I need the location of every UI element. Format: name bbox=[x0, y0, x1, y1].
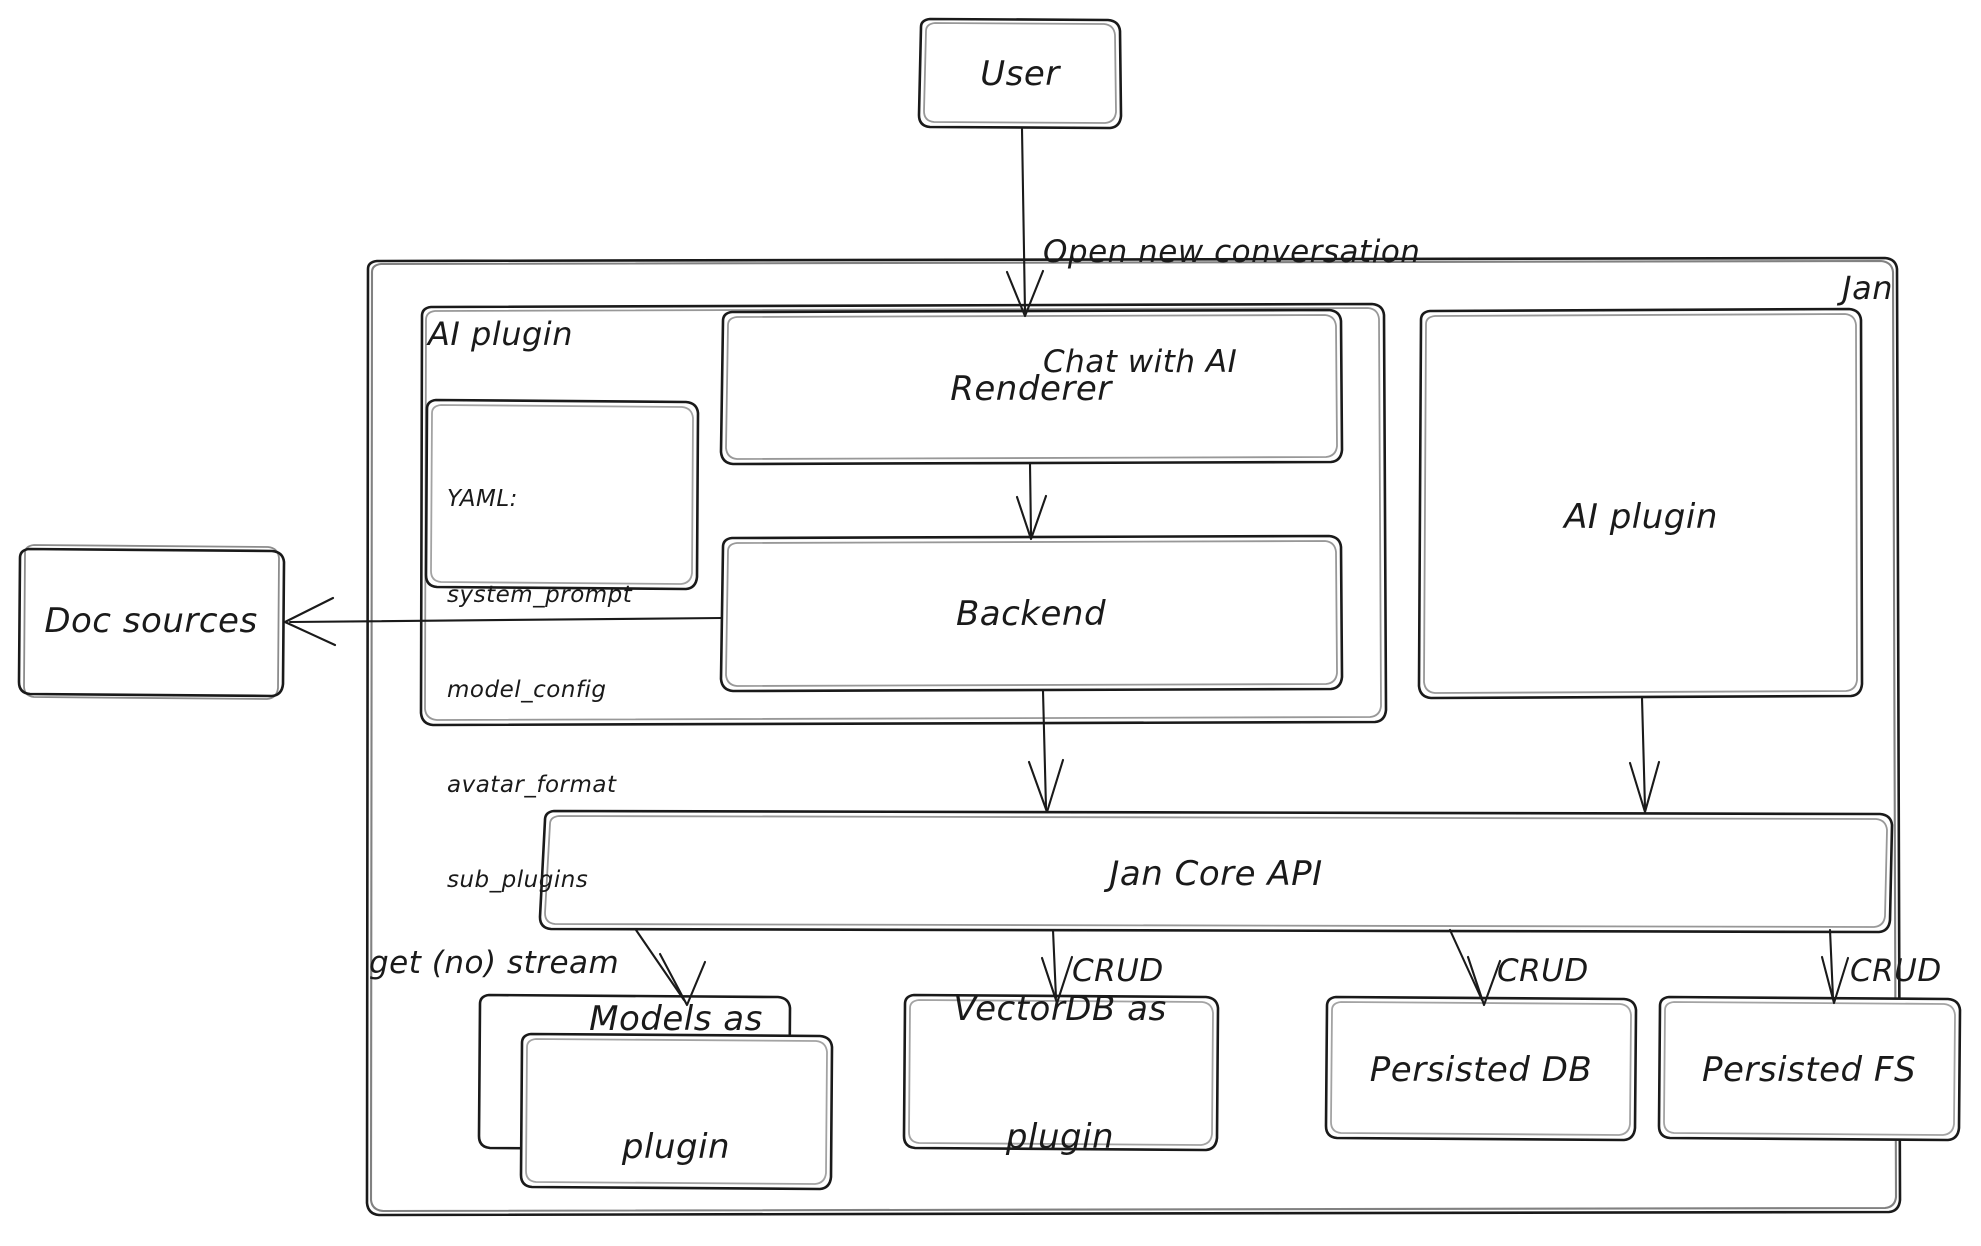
node-label-vectordb-plugin-line1: VectorDB as bbox=[953, 989, 1167, 1029]
node-jan-core-api[interactable] bbox=[538, 809, 1894, 934]
node-label-ai-plugin: AI plugin bbox=[1564, 496, 1718, 537]
node-label-backend: Backend bbox=[955, 593, 1107, 634]
node-persisted-db[interactable] bbox=[1324, 995, 1638, 1142]
edge-jan-core-api-to-persisted-db bbox=[1448, 928, 1502, 1007]
edge-jan-core-api-to-vectordb-plugin bbox=[1040, 928, 1074, 1005]
edge-label-chat-with-ai: Chat with AI bbox=[1043, 343, 1238, 380]
node-label-jan-core-api: Jan Core API bbox=[1109, 853, 1323, 894]
container-jan bbox=[365, 256, 1902, 1217]
node-label-persisted-fs: Persisted FS bbox=[1701, 1049, 1917, 1090]
edge-backend-to-jan-core-api bbox=[1027, 689, 1065, 814]
edge-user-to-renderer bbox=[1005, 127, 1045, 318]
yaml-key-system-prompt: system_prompt bbox=[447, 581, 633, 608]
node-label-renderer: Renderer bbox=[950, 368, 1112, 409]
node-label-vectordb-plugin: VectorDB as plugin bbox=[953, 903, 1166, 1243]
edge-label-open-conversation: Open new conversation Chat with AI bbox=[1043, 161, 1420, 454]
container-label-ai-plugin-group: AI plugin bbox=[428, 315, 573, 353]
node-backend[interactable] bbox=[719, 534, 1344, 693]
node-user[interactable] bbox=[917, 17, 1123, 130]
edge-label-crud-vectordb: CRUD bbox=[1072, 953, 1164, 989]
edge-label-get-no-stream: get (no) stream bbox=[369, 945, 620, 981]
note-yaml-config bbox=[424, 398, 700, 591]
node-label-models-plugin: Models as plugin bbox=[589, 913, 763, 1246]
note-yaml-config-text: YAML: system_prompt model_config avatar_… bbox=[447, 421, 632, 960]
edge-jan-core-api-to-models-plugin bbox=[634, 928, 707, 1007]
node-ai-plugin[interactable] bbox=[1417, 307, 1864, 700]
yaml-key-model-config: model_config bbox=[447, 676, 607, 703]
node-label-vectordb-plugin-line2: plugin bbox=[1005, 1116, 1115, 1157]
node-label-models-plugin-line2: plugin bbox=[621, 1126, 731, 1167]
yaml-key-avatar-format: avatar_format bbox=[447, 772, 617, 799]
container-label-jan: Jan bbox=[1842, 269, 1893, 307]
edge-backend-to-doc-sources bbox=[283, 596, 724, 647]
node-doc-sources[interactable] bbox=[17, 544, 286, 700]
node-models-plugin[interactable] bbox=[477, 993, 834, 1191]
node-persisted-fs[interactable] bbox=[1657, 995, 1962, 1142]
node-label-models-plugin-line1: Models as bbox=[589, 999, 763, 1039]
yaml-key-sub-plugins: sub_plugins bbox=[447, 867, 589, 894]
edge-jan-core-api-to-persisted-fs bbox=[1820, 928, 1850, 1005]
node-label-persisted-db: Persisted DB bbox=[1369, 1049, 1593, 1090]
edge-ai-plugin-to-jan-core-api bbox=[1628, 696, 1661, 814]
node-label-doc-sources: Doc sources bbox=[44, 600, 258, 641]
yaml-title: YAML: bbox=[447, 486, 518, 513]
node-label-user: User bbox=[980, 53, 1060, 94]
edge-label-open-conversation-line1: Open new conversation bbox=[1043, 234, 1421, 271]
container-ai-plugin-group bbox=[419, 302, 1388, 727]
node-vectordb-plugin[interactable] bbox=[902, 993, 1220, 1152]
edge-label-crud-persisted-db: CRUD bbox=[1497, 953, 1589, 989]
edge-label-crud-persisted-fs: CRUD bbox=[1850, 953, 1942, 989]
node-renderer[interactable] bbox=[719, 308, 1344, 466]
edge-renderer-to-backend bbox=[1015, 462, 1048, 541]
